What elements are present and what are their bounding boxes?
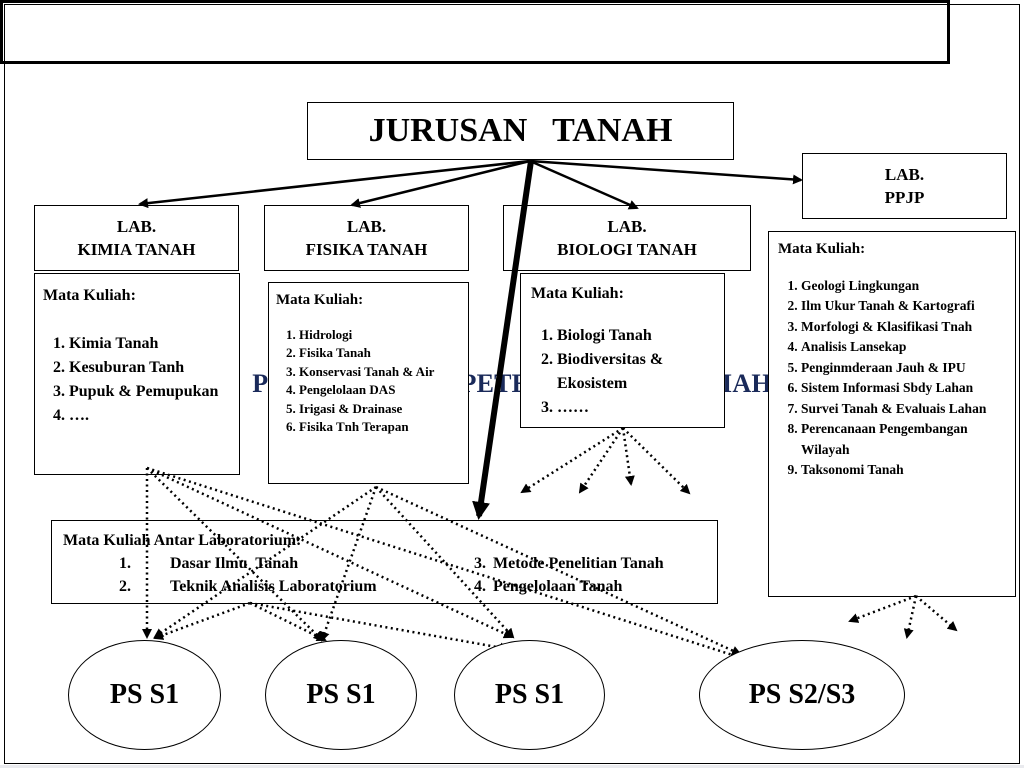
arrow-to-lab-kimia xyxy=(138,159,531,209)
course-items: Biologi Tanah Biodiversitas & Ekosistem … xyxy=(531,324,714,420)
ps-s1-node-2: PS S1 xyxy=(265,640,417,750)
lab-biologi-line2: BIOLOGI TANAH xyxy=(557,240,697,259)
course-list-heading: Mata Kuliah: xyxy=(276,292,364,308)
list-item: Biodiversitas & Ekosistem xyxy=(557,348,714,396)
lab-biologi-tanah: LAB. BIOLOGI TANAH xyxy=(503,205,751,271)
dotted-arrow xyxy=(848,594,917,623)
list-item: Hidrologi xyxy=(299,326,461,345)
arrow-to-lab-fisika xyxy=(350,159,531,208)
list-item: …… xyxy=(557,396,714,420)
ps-s1-node-3: PS S1 xyxy=(454,640,605,750)
ps-label: PS S1 xyxy=(109,679,180,710)
course-list-biologi: Mata Kuliah: Biologi Tanah Biodiversitas… xyxy=(520,273,725,428)
dotted-arrow xyxy=(249,601,327,642)
arrow-to-lab-ppjp xyxy=(529,159,803,185)
dotted-arrow xyxy=(375,486,515,639)
dotted-arrow xyxy=(903,595,918,639)
ps-label: PS S1 xyxy=(494,679,565,710)
bottom-divider xyxy=(0,765,1024,768)
list-item: Konservasi Tanah & Air xyxy=(299,363,461,382)
course-list-heading: Mata Kuliah: xyxy=(531,285,624,302)
list-item: Geologi Lingkungan xyxy=(801,276,1006,297)
course-items: Kimia Tanah Kesuburan Tanh Pupuk & Pemup… xyxy=(43,332,231,428)
root-node-label: JURUSAN TANAH xyxy=(368,112,673,149)
dotted-arrow xyxy=(622,427,691,495)
lab-fisika-line2: FISIKA TANAH xyxy=(305,240,428,259)
arrow-to-lab-biologi xyxy=(529,159,639,210)
antar-item-number: 3. xyxy=(474,555,486,572)
antar-item-text: Teknik Analisis Laboratorium xyxy=(170,578,377,595)
lab-biologi-line1: LAB. xyxy=(607,217,647,236)
dotted-arrow xyxy=(578,427,625,494)
lab-fisika-line1: LAB. xyxy=(346,217,387,236)
dotted-arrow xyxy=(146,466,744,661)
antar-item-text: Pengelolaan Tanah xyxy=(493,578,623,595)
root-node-jurusan: JURUSAN TANAH xyxy=(307,102,734,160)
list-item: Analisis Lansekap xyxy=(801,337,1006,358)
list-item: Survei Tanah & Evaluais Lahan xyxy=(801,399,1006,420)
list-item: Irigasi & Drainase xyxy=(299,400,461,419)
dotted-arrow xyxy=(146,467,324,642)
course-list-heading: Mata Kuliah: xyxy=(43,287,136,304)
list-item: Penginmderaan Jauh & IPU xyxy=(801,358,1006,379)
lab-ppjp-line1: LAB. xyxy=(884,165,925,184)
antar-item-number: 4. xyxy=(474,578,486,595)
dotted-arrow xyxy=(520,426,624,494)
lab-fisika-tanah: LAB. FISIKA TANAH xyxy=(264,205,469,271)
lab-kimia-tanah: LAB. KIMIA TANAH xyxy=(34,205,239,271)
lab-kimia-line2: KIMIA TANAH xyxy=(77,240,196,259)
list-item: Pupuk & Pemupukan xyxy=(69,380,231,404)
list-item: Kimia Tanah xyxy=(69,332,231,356)
dotted-arrow xyxy=(621,427,635,486)
ps-s1-node-1: PS S1 xyxy=(68,640,221,750)
course-list-antar-lab: Mata Kuliah Antar Laboratorium: 1. Dasar… xyxy=(51,520,718,604)
lab-ppjp: LAB. PPJP xyxy=(802,153,1007,219)
dotted-arrow xyxy=(146,466,514,639)
list-item: Ilm Ukur Tanah & Kartografi xyxy=(801,296,1006,317)
ps-s2s3-node: PS S2/S3 xyxy=(699,640,905,750)
list-item: Fisika Tnh Terapan xyxy=(299,418,461,437)
ps-label: PS S2/S3 xyxy=(748,679,856,710)
antar-item-number: 1. xyxy=(119,555,131,572)
arrow-to-antar-lab xyxy=(472,160,534,520)
list-item: Perencanaan Pengembangan Wilayah xyxy=(801,419,1006,460)
list-item: …. xyxy=(69,404,231,428)
ps-label: PS S1 xyxy=(306,679,376,710)
antar-item-text: Metode Penelitian Tanah xyxy=(493,555,664,572)
antar-item-text: Dasar Ilmu Tanah xyxy=(170,555,299,572)
dotted-arrow xyxy=(249,601,510,653)
dotted-arrow xyxy=(375,485,742,656)
antar-heading: Mata Kuliah Antar Laboratorium: xyxy=(63,532,302,549)
list-item: Morfologi & Klasifikasi Tnah xyxy=(801,317,1006,338)
dotted-arrow xyxy=(153,601,251,640)
list-item: Taksonomi Tanah xyxy=(801,460,1006,481)
list-item: Biologi Tanah xyxy=(557,324,714,348)
list-item: Fisika Tanah xyxy=(299,344,461,363)
course-list-kimia: Mata Kuliah: Kimia Tanah Kesuburan Tanh … xyxy=(34,273,240,475)
course-items: Geologi Lingkungan Ilm Ukur Tanah & Kart… xyxy=(778,276,1006,481)
course-items: Hidrologi Fisika Tanah Konservasi Tanah … xyxy=(276,326,461,437)
lab-ppjp-line2: PPJP xyxy=(884,188,925,207)
course-list-fisika: Mata Kuliah: Hidrologi Fisika Tanah Kons… xyxy=(268,282,469,484)
lab-kimia-line1: LAB. xyxy=(116,217,157,236)
list-item: Sistem Informasi Sbdy Lahan xyxy=(801,378,1006,399)
dotted-arrow xyxy=(319,486,378,642)
course-list-ppjp: Mata Kuliah: Geologi Lingkungan Ilm Ukur… xyxy=(768,231,1016,597)
dotted-arrow xyxy=(153,485,377,639)
list-item: Kesuburan Tanh xyxy=(69,356,231,380)
course-list-heading: Mata Kuliah: xyxy=(778,241,866,257)
dotted-arrow xyxy=(915,595,958,632)
list-item: Pengelolaan DAS xyxy=(299,381,461,400)
antar-item-number: 2. xyxy=(119,578,131,595)
